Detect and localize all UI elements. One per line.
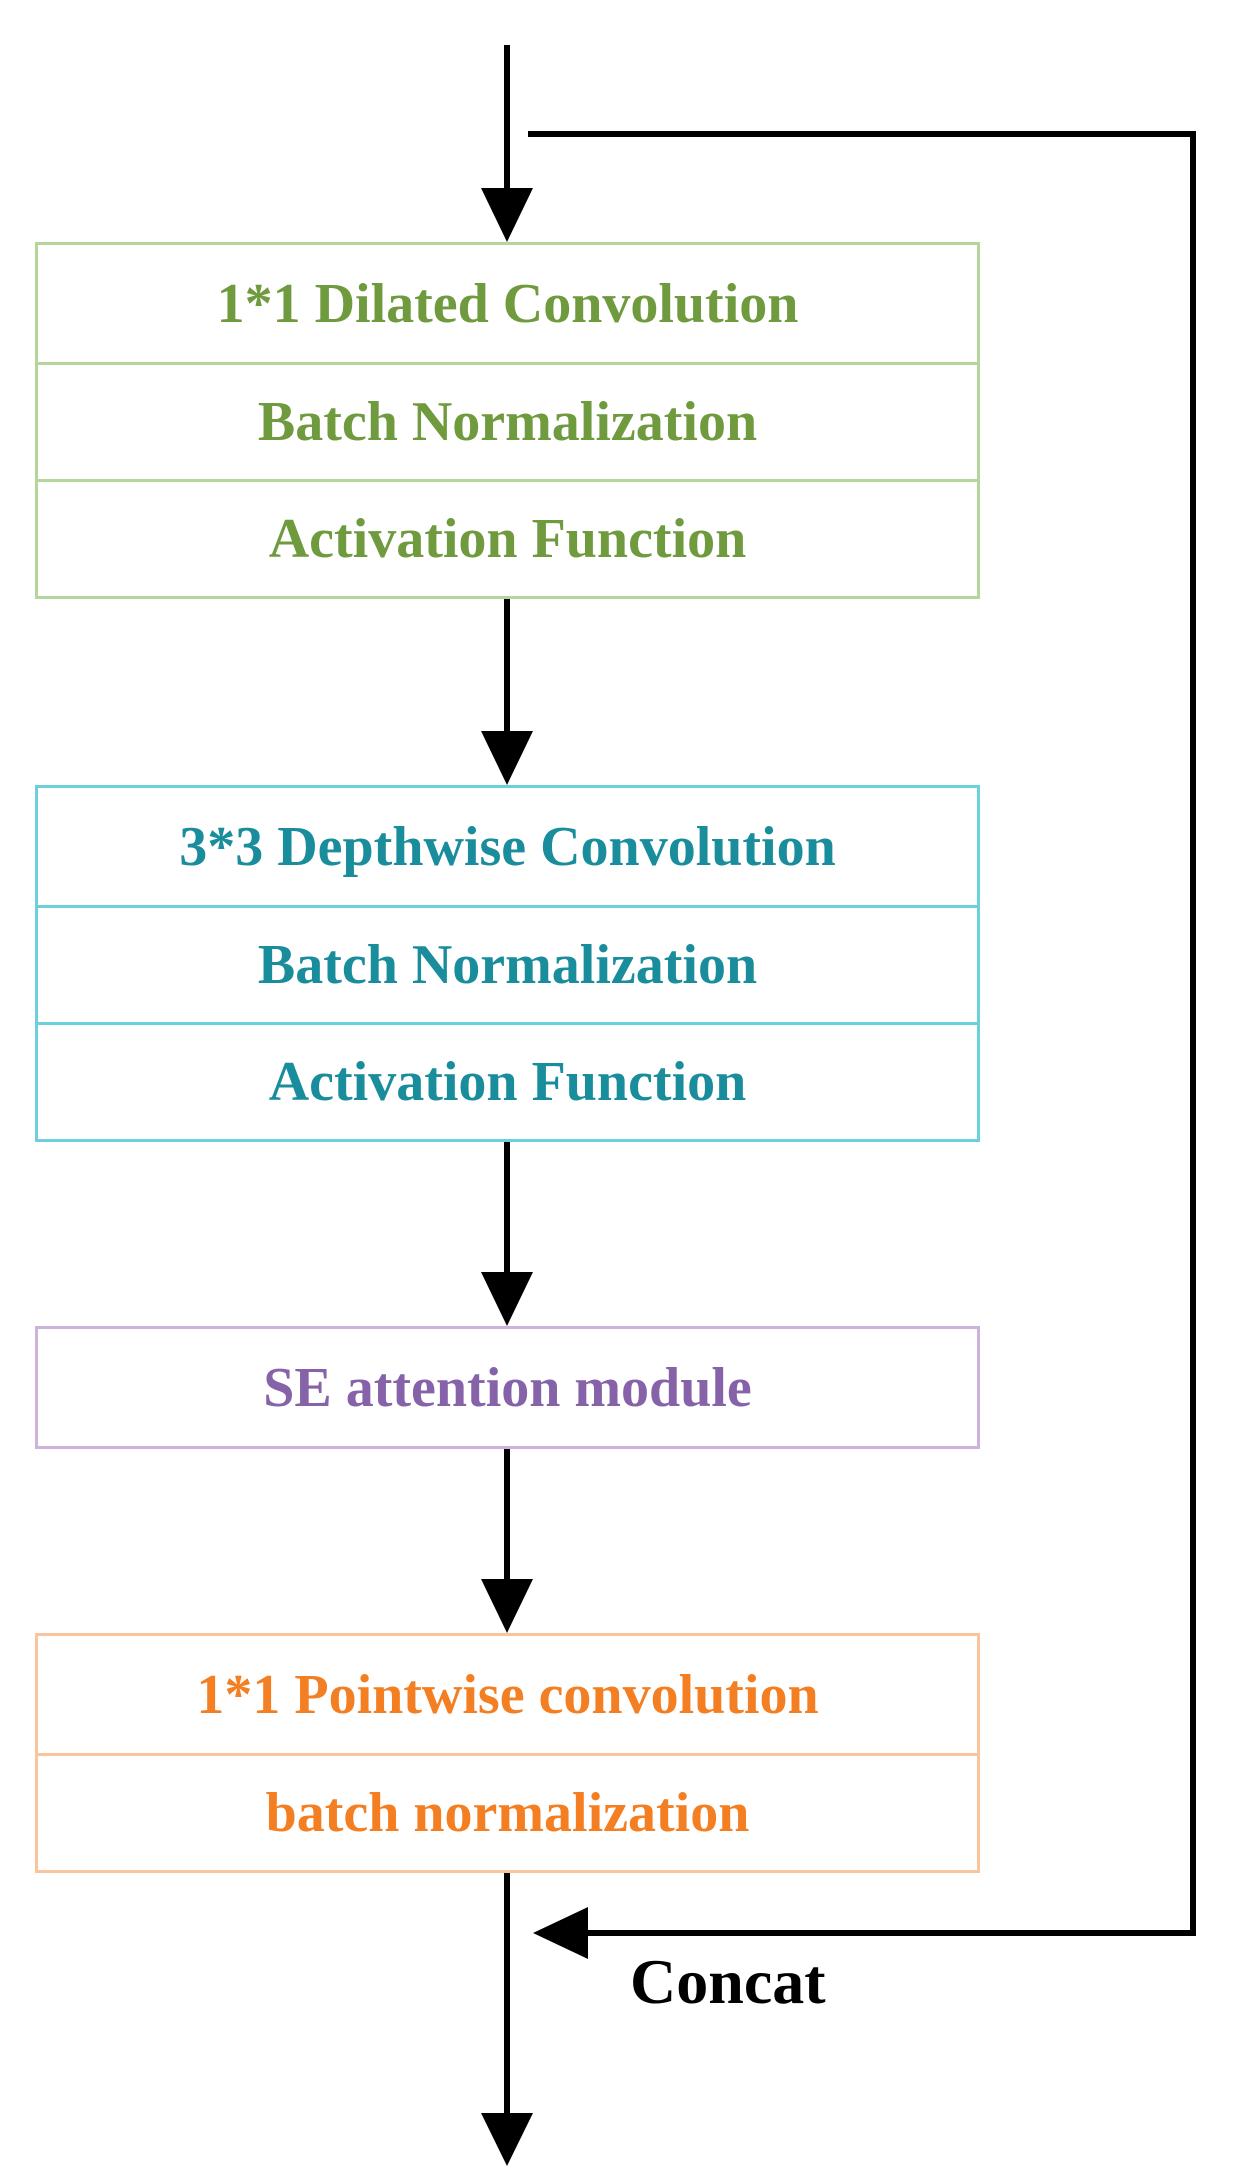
se-attention-block: SE attention module [35, 1326, 980, 1449]
depthwise-convolution-block: 3*3 Depthwise Convolution Batch Normaliz… [35, 785, 980, 1142]
dilated-convolution-block: 1*1 Dilated Convolution Batch Normalizat… [35, 242, 980, 599]
batch-normalization-label: batch normalization [38, 1753, 977, 1870]
skip-connection-arrow-head [533, 1907, 588, 1959]
input-arrow-head [481, 188, 533, 242]
batch-normalization-label: Batch Normalization [38, 905, 977, 1022]
concat-label: Concat [630, 1946, 826, 2017]
dilated-convolution-label: 1*1 Dilated Convolution [216, 272, 799, 335]
activation-function-label: Activation Function [38, 479, 977, 596]
se-attention-label: SE attention module [263, 1356, 752, 1419]
batch-normalization-label: Batch Normalization [38, 362, 977, 479]
depthwise-convolution-label: 3*3 Depthwise Convolution [179, 815, 836, 878]
skip-connection-line [528, 131, 1196, 1936]
pointwise-convolution-block: 1*1 Pointwise convolution batch normaliz… [35, 1633, 980, 1873]
activation-function-label: Activation Function [38, 1022, 977, 1139]
arrow-se-to-pointwise-head [481, 1579, 533, 1633]
output-arrow-head [481, 2113, 533, 2166]
arrow-dilated-to-depthwise-head [481, 731, 533, 785]
pointwise-convolution-label: 1*1 Pointwise convolution [196, 1663, 819, 1726]
arrow-depthwise-to-se-head [481, 1272, 533, 1326]
